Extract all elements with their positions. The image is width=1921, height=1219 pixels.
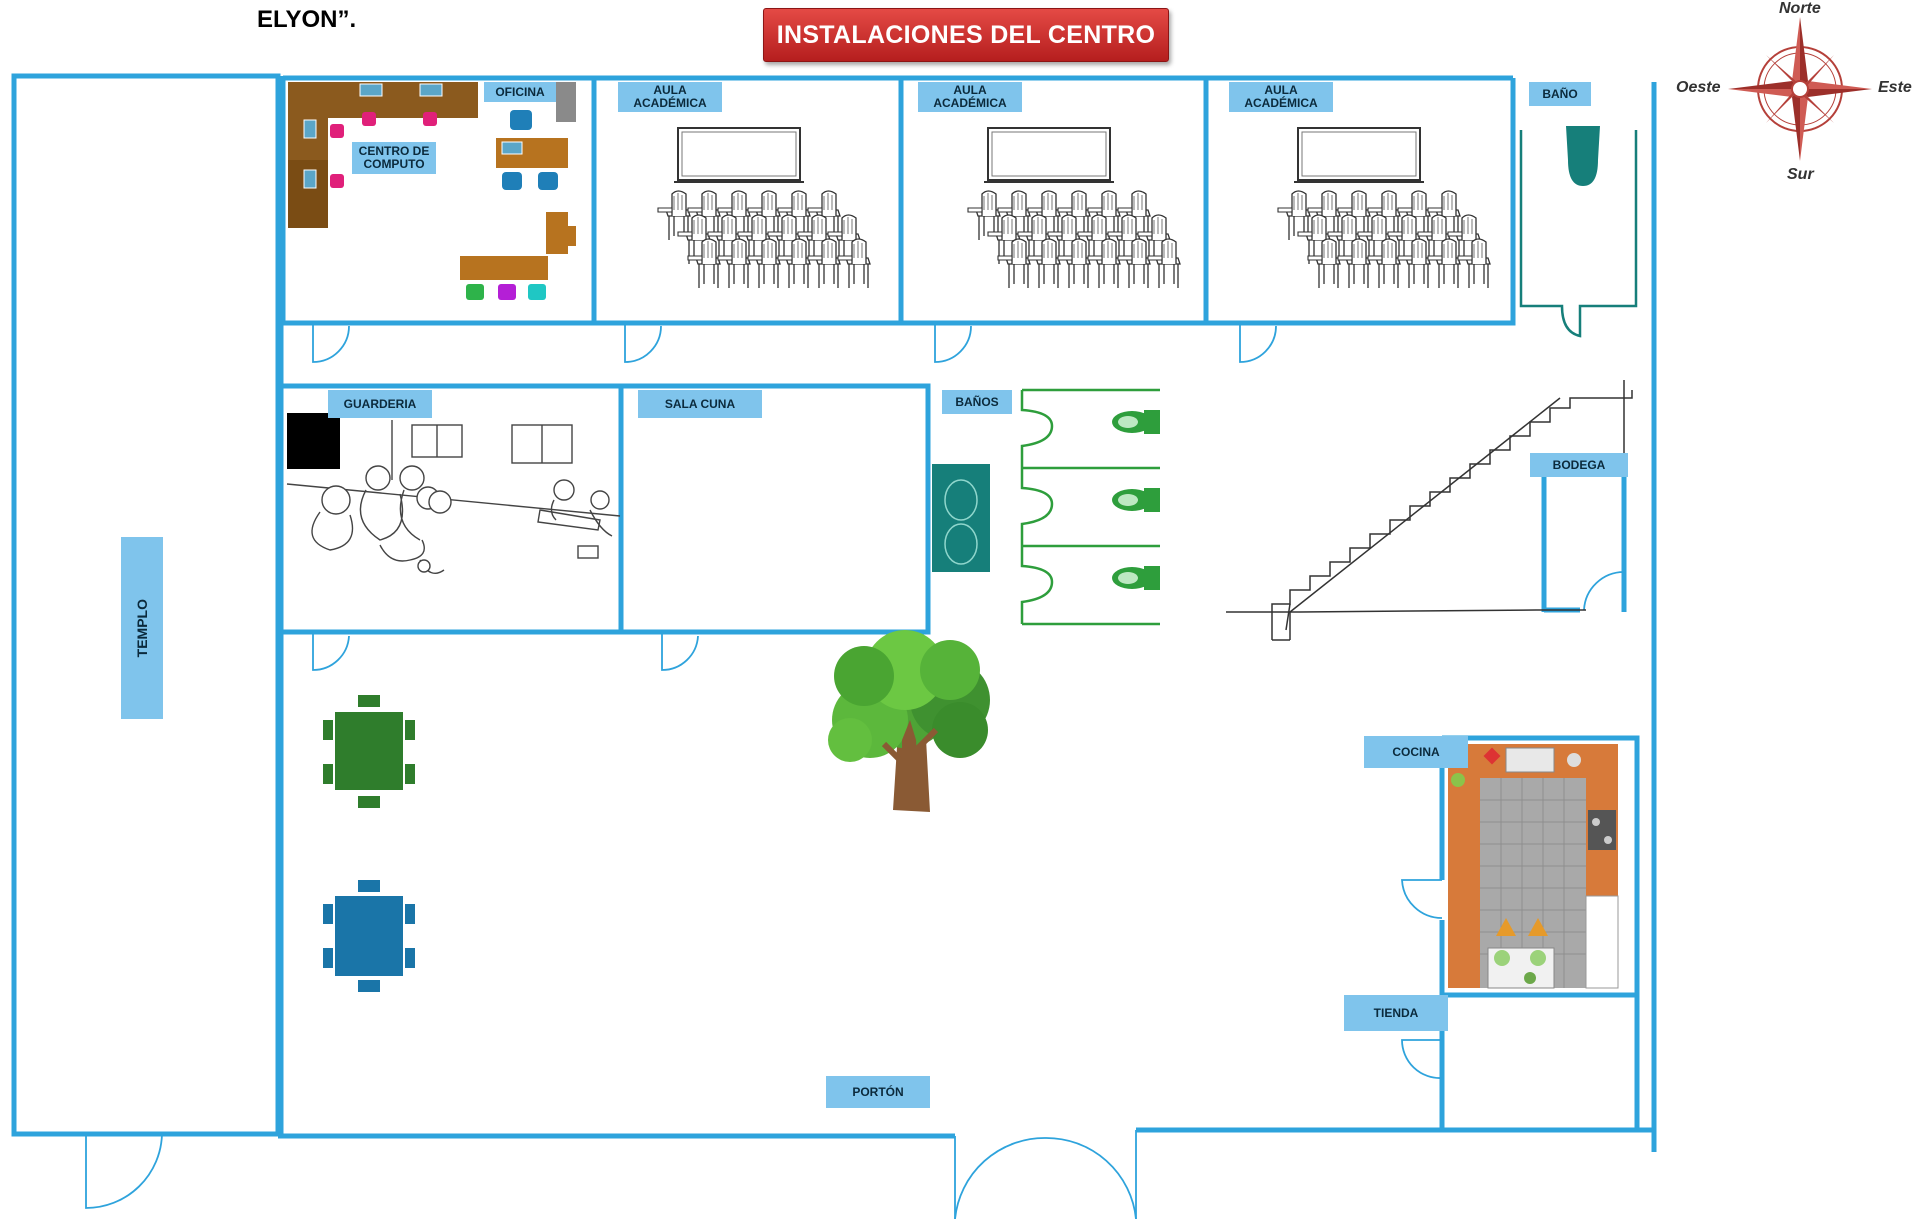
heading-fragment: ELYON”. bbox=[257, 6, 357, 33]
label-sala-cuna: SALA CUNA bbox=[638, 390, 762, 418]
label-cocina: COCINA bbox=[1364, 736, 1468, 768]
banos-fixtures bbox=[932, 388, 1162, 626]
kitchen-plan bbox=[1448, 744, 1619, 989]
compass-west-label: Oeste bbox=[1676, 79, 1721, 96]
label-aula-2-line1: AULA bbox=[953, 83, 987, 97]
label-centro-line1: CENTRO DE bbox=[358, 144, 430, 158]
label-aula-3-line1: AULA bbox=[1264, 83, 1298, 97]
aula-3-furniture bbox=[1278, 127, 1490, 288]
aula-2-furniture bbox=[968, 127, 1180, 288]
green-table bbox=[323, 695, 415, 808]
compass-rose bbox=[1728, 17, 1872, 161]
tree bbox=[828, 630, 990, 812]
label-tienda: TIENDA bbox=[1344, 995, 1448, 1031]
label-banos: BAÑOS bbox=[942, 390, 1012, 414]
label-aula-2-line2: ACADÉMICA bbox=[933, 96, 1007, 110]
label-oficina: OFICINA bbox=[484, 82, 556, 102]
blue-table bbox=[323, 880, 415, 992]
compass-north-label: Norte bbox=[1779, 0, 1821, 17]
guarderia-drawing bbox=[286, 413, 621, 574]
label-aula-3: AULA ACADÉMICA bbox=[1229, 82, 1333, 112]
label-bano: BAÑO bbox=[1529, 82, 1591, 106]
label-aula-1-line1: AULA bbox=[653, 83, 687, 97]
label-guarderia: GUARDERIA bbox=[328, 390, 432, 418]
aula-1-furniture bbox=[658, 127, 870, 288]
label-porton: PORTÓN bbox=[826, 1076, 930, 1108]
label-centro-line2: COMPUTO bbox=[363, 157, 425, 171]
title-banner: INSTALACIONES DEL CENTRO bbox=[763, 8, 1169, 62]
label-aula-1: AULA ACADÉMICA bbox=[618, 82, 722, 112]
label-aula-2: AULA ACADÉMICA bbox=[918, 82, 1022, 112]
label-centro-computo: CENTRO DE COMPUTO bbox=[352, 142, 436, 174]
bano-stall bbox=[1519, 126, 1638, 338]
compass-east-label: Este bbox=[1878, 79, 1912, 96]
label-templo-text: TEMPLO bbox=[133, 598, 150, 658]
stairs bbox=[1226, 380, 1633, 641]
compass-south-label: Sur bbox=[1787, 166, 1814, 183]
label-templo: TEMPLO bbox=[121, 537, 163, 719]
label-aula-3-line2: ACADÉMICA bbox=[1244, 96, 1318, 110]
label-aula-1-line2: ACADÉMICA bbox=[633, 96, 707, 110]
office-furniture bbox=[288, 82, 576, 300]
label-bodega: BODEGA bbox=[1530, 453, 1628, 477]
